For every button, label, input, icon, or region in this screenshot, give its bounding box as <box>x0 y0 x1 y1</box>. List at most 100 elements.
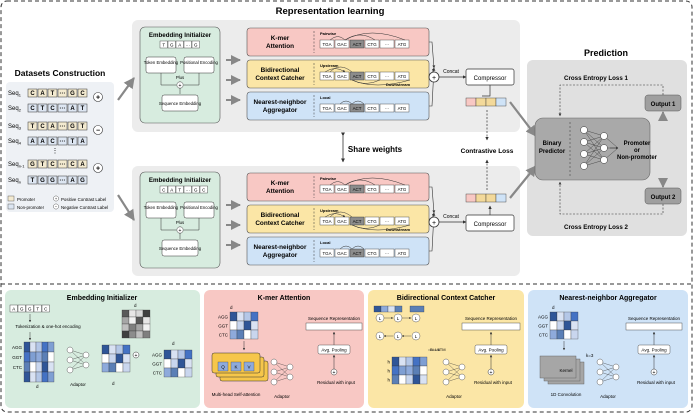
detail-embed-seq-cell <box>41 304 50 313</box>
detail-embed-row-label: AGG <box>12 345 23 350</box>
module-token-cell <box>349 71 365 81</box>
positional-encoding-label: Positional Encoding <box>180 60 218 65</box>
detail-bidir-avgpool: Avg. Pooling <box>478 348 504 353</box>
detail-nearest-d: d <box>552 305 555 310</box>
dataset-token: T <box>41 106 45 112</box>
contrast-label-icon <box>93 125 103 135</box>
detail-kmer-qkv-cell <box>230 361 242 372</box>
detail-nearest-cell <box>556 329 565 340</box>
module-token: CTG <box>367 251 377 256</box>
dataset-token-cell <box>77 103 88 113</box>
dataset-row-label: Seqn <box>8 178 21 185</box>
dataset-token-cell <box>37 121 48 131</box>
detail-kmer-node <box>270 368 278 376</box>
module-token: CTG <box>367 187 377 192</box>
detail-nearest-title: Nearest-neighbor Aggregator <box>559 295 657 302</box>
detail-nearest-kernel: Kernel <box>559 368 572 373</box>
module-kmer-tag: Pairwise <box>320 31 337 36</box>
detail-bidir-cell <box>412 365 421 376</box>
detail-bidir-cell <box>412 356 421 367</box>
detail-embed-onehot-cell <box>41 361 49 373</box>
detail-embed-proj-cell <box>108 353 117 364</box>
legend-non-promoter-swatch <box>7 203 15 210</box>
detail-kmer-multihead: Multi-head Self-attention <box>212 392 261 397</box>
detail-embed-seq-token: C <box>44 307 48 312</box>
detail-kmer-qkv: K <box>234 365 237 370</box>
detail-nearest-row-label: GGT <box>538 323 548 328</box>
positional-encoding-label: Positional Encoding <box>180 205 218 210</box>
detail-kmer-title: K-mer Attention <box>258 295 311 302</box>
detail-embed-node <box>66 356 74 364</box>
representation-vector-bottom <box>465 193 507 203</box>
module-token-cell <box>364 216 380 226</box>
concat-compressor-top: + Concat Compressor <box>428 68 515 97</box>
detail-embed-pos-cell <box>128 330 137 339</box>
token-embedding-label: Token Embedding <box>144 60 179 65</box>
dataset-token-cell <box>57 121 68 131</box>
predictor-node <box>580 150 588 158</box>
module-token-cell <box>334 216 350 226</box>
detail-embed-onehot-cell <box>35 361 43 373</box>
module-token: ··· <box>385 251 389 256</box>
detail-kmer-cell <box>236 329 245 340</box>
module-token: TGA <box>322 42 331 47</box>
embedding-seq-cell <box>159 185 168 194</box>
detail-embed-onehot-cell <box>23 341 31 353</box>
detail-nearest-node <box>596 368 604 376</box>
detail-embed-row-label: AGG <box>152 352 163 357</box>
module-token: CTG <box>367 42 377 47</box>
detail-kmer-cell <box>229 329 238 340</box>
detail-embed-onehot-cell <box>23 351 31 363</box>
dataset-token-cell <box>57 88 68 98</box>
detail-embed-out-cell <box>163 358 172 369</box>
embedding-initializer-box <box>139 171 221 269</box>
module-token: CTG <box>367 74 377 79</box>
detail-embed-onehot-cell <box>41 341 49 353</box>
legend-negative-icon <box>53 203 59 210</box>
detail-bidir-cell <box>398 365 407 376</box>
dataset-token-cell <box>57 175 68 185</box>
dataset-token: C <box>70 162 75 168</box>
detail-embed-onehot-cell <box>47 341 55 353</box>
detail-bidir-node <box>458 373 466 381</box>
svg-text:+: + <box>432 75 436 82</box>
detail-embed-onehot-cell <box>23 371 31 383</box>
dataset-to-top-arrow <box>117 77 135 101</box>
detail-embed-onehot-cell <box>23 361 31 373</box>
contrastive-loss-label: Contrastive Loss <box>461 148 514 155</box>
dataset-token: C <box>80 91 85 97</box>
module-bidirectional-tag: Upstream <box>320 208 339 213</box>
dataset-row-sub: 2 <box>19 108 22 113</box>
embedding-seq-cell <box>167 185 176 194</box>
detail-nearest-cell <box>570 329 579 340</box>
contrast-label-sign: − <box>96 128 100 135</box>
detail-embed-onehot-cell <box>41 351 49 363</box>
detail-kmer-d: d <box>230 305 233 310</box>
module-token: ··· <box>385 219 389 224</box>
dataset-token-cell <box>77 136 88 146</box>
module-token: ATG <box>398 219 407 224</box>
module-token-cell <box>379 216 395 226</box>
detail-embed-pos-cell <box>121 330 130 339</box>
detail-embed-seq-cell <box>25 304 34 313</box>
detail-embed-proj-cell <box>122 362 131 373</box>
detail-bidir-lstm-label: L <box>415 316 418 321</box>
module-token-cell <box>364 103 380 113</box>
module-token: ATG <box>398 74 407 79</box>
module-token: ACT <box>353 219 362 224</box>
detail-embed-pos-cell <box>128 316 137 325</box>
svg-text:−: − <box>55 204 58 209</box>
embedding-seq-token: C <box>162 188 166 193</box>
embedding-seq-token: G <box>194 43 198 48</box>
module-token: ACT <box>353 106 362 111</box>
embedding-seq-token: C <box>202 188 206 193</box>
dataset-row-sub: n <box>19 180 21 185</box>
module-token-cell <box>364 71 380 81</box>
embedding-seq-cell <box>191 40 200 49</box>
dataset-token: C <box>40 124 45 130</box>
dataset-token-cell <box>67 175 78 185</box>
cross-entropy-2-label: Cross Entropy Loss 2 <box>564 224 629 231</box>
